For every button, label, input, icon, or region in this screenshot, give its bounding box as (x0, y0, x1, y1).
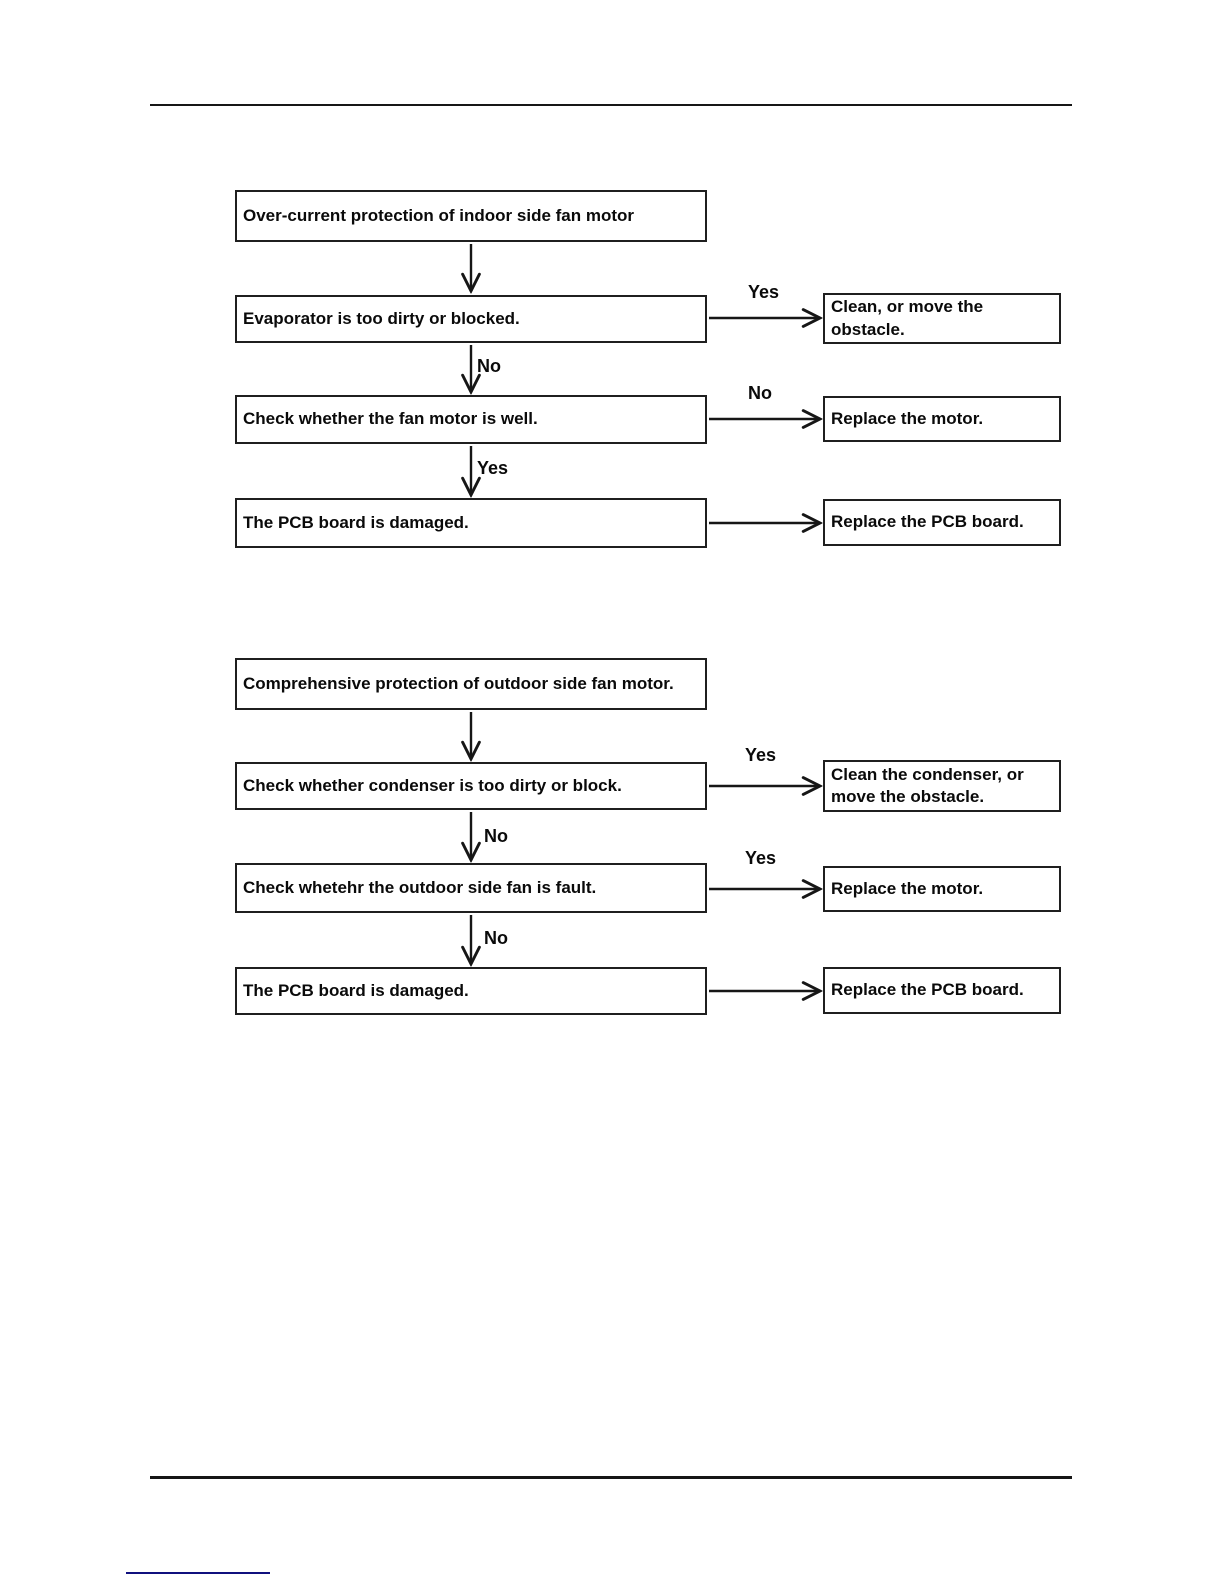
top-rule (150, 104, 1072, 106)
flow2-yes-label-1: Yes (745, 745, 777, 765)
flow1-replace-pcb-box: Replace the PCB board. (823, 499, 1061, 546)
flow2-clean-box: Clean the condenser, or move the obstacl… (823, 760, 1061, 812)
flow1-title-box: Over-current protection of indoor side f… (235, 190, 707, 242)
flow2-replace-pcb-box: Replace the PCB board. (823, 967, 1061, 1014)
flow2-pcb-box: The PCB board is damaged. (235, 967, 707, 1015)
flow1-no-down-label: No (477, 356, 501, 376)
flow1-no-label: No (748, 383, 772, 403)
flow2-no-down-label-2: No (484, 928, 508, 948)
flow1-evaporator-box: Evaporator is too dirty or blocked. (235, 295, 707, 343)
flow1-pcb-box: The PCB board is damaged. (235, 498, 707, 548)
flow2-no-down-label-1: No (484, 826, 508, 846)
flow2-outdoor-fan-box: Check whetehr the outdoor side fan is fa… (235, 863, 707, 913)
flow1-clean-box: Clean, or move the obstacle. (823, 293, 1061, 344)
footer-link-rule (126, 1572, 270, 1574)
flow2-title-box: Comprehensive protection of outdoor side… (235, 658, 707, 710)
flow2-replace-motor-box: Replace the motor. (823, 866, 1061, 912)
flow2-condenser-box: Check whether condenser is too dirty or … (235, 762, 707, 810)
flow1-replace-motor-box: Replace the motor. (823, 396, 1061, 442)
flow1-fan-motor-box: Check whether the fan motor is well. (235, 395, 707, 444)
flow1-yes-down-label: Yes (477, 458, 509, 478)
bottom-rule (150, 1476, 1072, 1479)
flow2-yes-label-2: Yes (745, 848, 777, 868)
flow1-yes-label: Yes (748, 282, 780, 302)
